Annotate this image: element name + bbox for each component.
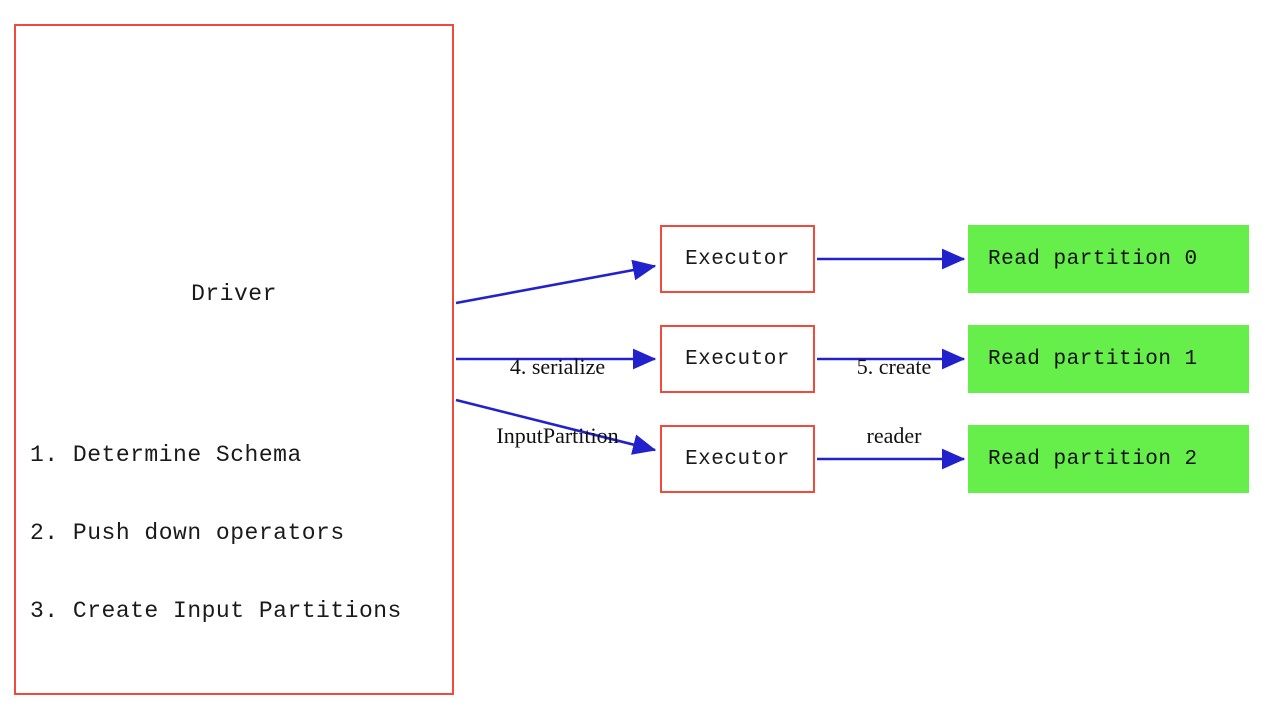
executor-box-0: Executor — [660, 225, 815, 293]
read-partition-box-0: Read partition 0 — [968, 225, 1249, 293]
edge-label-create-reader: 5. create reader — [820, 309, 968, 493]
edge-label-create-reader-line2: reader — [866, 423, 922, 448]
driver-steps: 1. Determine Schema 2. Push down operato… — [30, 390, 402, 676]
driver-step-1: 1. Determine Schema — [30, 442, 302, 468]
read-partition-box-1: Read partition 1 — [968, 325, 1249, 393]
edge-label-create-reader-line1: 5. create — [856, 354, 932, 379]
driver-step-2: 2. Push down operators — [30, 520, 345, 546]
driver-title: Driver — [191, 281, 277, 307]
driver-box: Driver 1. Determine Schema 2. Push down … — [14, 24, 454, 695]
executor-box-1: Executor — [660, 325, 815, 393]
arrow-driver-to-executor-0 — [455, 259, 657, 305]
edge-label-serialize-line1: 4. serialize — [509, 354, 606, 379]
driver-step-3: 3. Create Input Partitions — [30, 598, 402, 624]
executor-box-2: Executor — [660, 425, 815, 493]
edge-label-serialize-line2: InputPartition — [496, 423, 619, 448]
read-partition-box-2: Read partition 2 — [968, 425, 1249, 493]
edge-label-serialize: 4. serialize InputPartition — [455, 309, 660, 493]
